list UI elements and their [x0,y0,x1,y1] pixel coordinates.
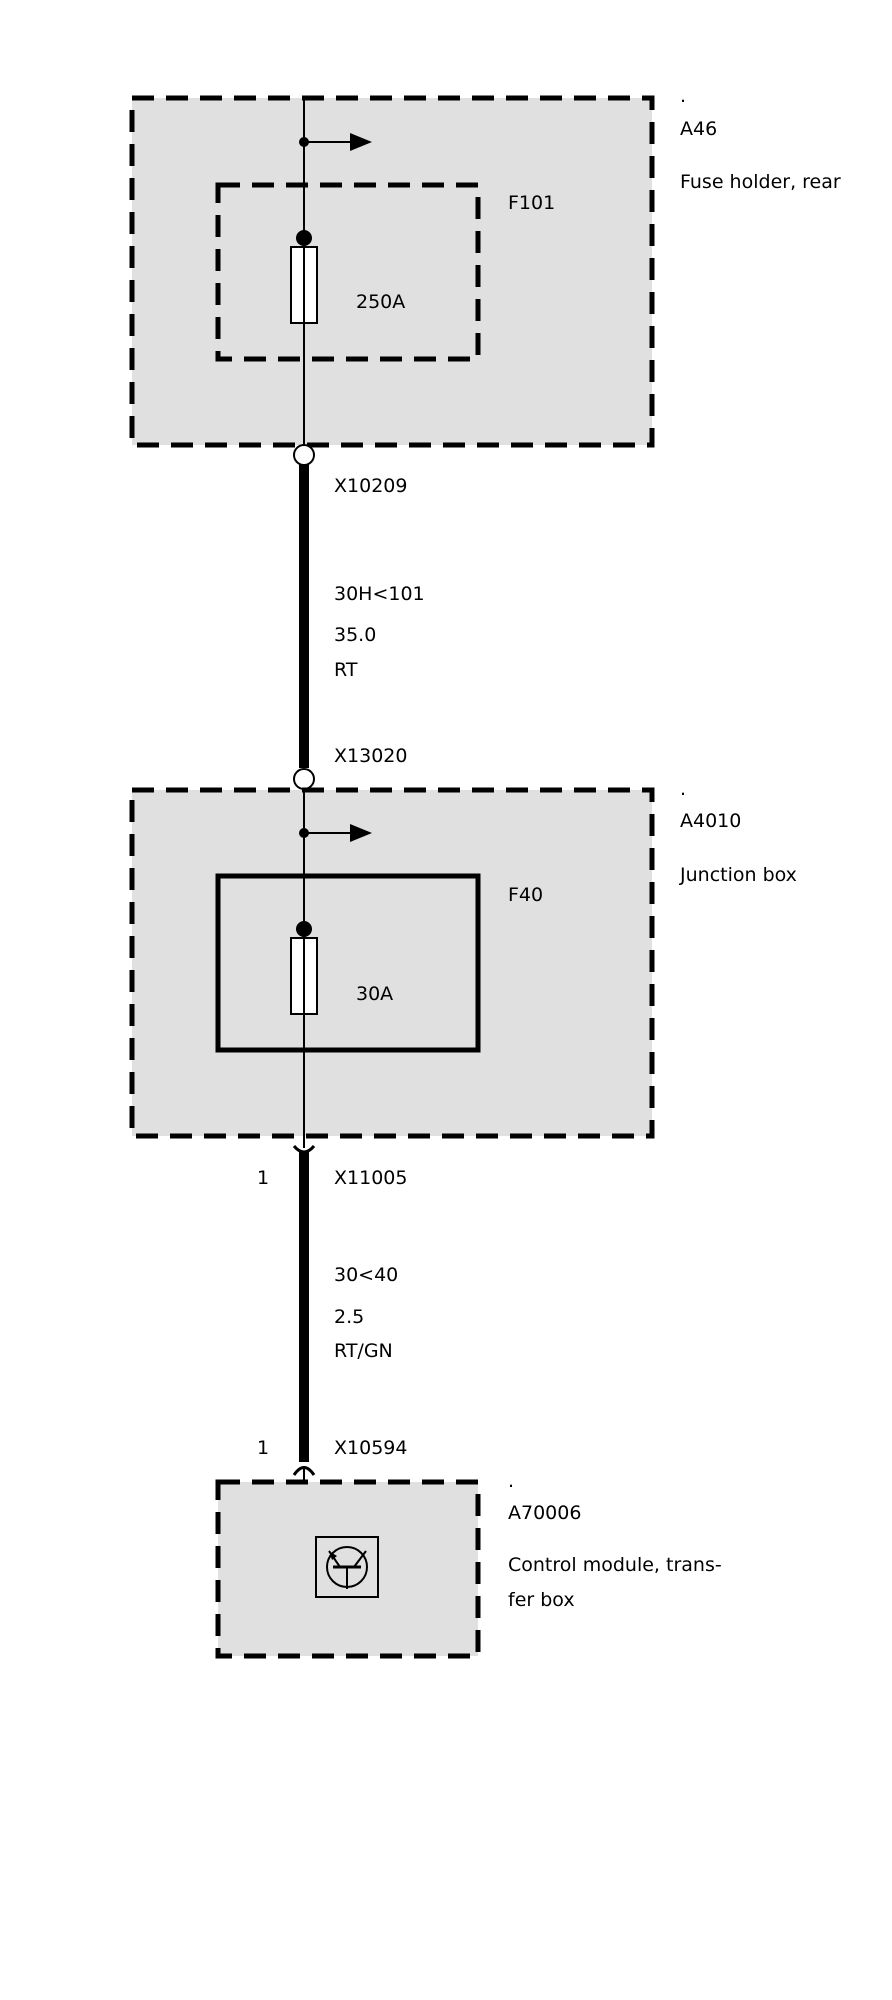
fuse-f40-id: F40 [508,884,543,906]
fuse-holder-id: A46 [680,118,717,140]
fuse-terminal-dot-f40 [296,921,312,937]
control-module-name-line2: fer box [508,1589,575,1611]
connector-x13020-label: X13020 [334,745,407,767]
fuse-f101-rating: 250A [356,291,405,313]
control-module-id: A70006 [508,1502,581,1524]
junction-box-id: A4010 [680,810,741,832]
fuse-f40-box[interactable] [215,873,481,1053]
junction-box-name: Junction box [679,864,797,886]
branch-arrow-icon-a4010 [350,824,372,842]
transistor-icon [315,1536,379,1598]
fuse-f40-rating: 30A [356,983,393,1005]
wire2-circuit: 30<40 [334,1264,398,1286]
junction-box[interactable] [129,787,655,1139]
fuse-f101-box[interactable] [215,182,481,362]
fuse-holder-name: Fuse holder, rear [680,171,841,193]
fuse-holder-box[interactable] [129,95,655,448]
connector-x10209-symbol[interactable] [293,444,315,466]
wire1-color-code: RT [334,659,358,681]
junction-box-dot: . [680,778,686,800]
connector-x11005-pin: 1 [257,1167,269,1189]
wire1-circuit: 30H<101 [334,583,425,605]
wire2-cross-section: 2.5 [334,1306,364,1328]
connector-x10594-label: X10594 [334,1437,407,1459]
fuse-holder-dot: . [680,85,686,107]
fuse-f101-id: F101 [508,192,555,214]
wire1-cross-section: 35.0 [334,624,376,646]
branch-arrow-icon-a46 [350,133,372,151]
connector-x10209-label: X10209 [334,475,407,497]
wire2-color-code: RT/GN [334,1340,393,1362]
control-module-name-line1: Control module, trans- [508,1554,722,1576]
connector-x13020-symbol[interactable] [293,768,315,790]
connector-x11005-label: X11005 [334,1167,407,1189]
connector-x10594-pin: 1 [257,1437,269,1459]
fuse-terminal-dot-f101 [296,230,312,246]
control-module-dot: . [508,1470,514,1492]
